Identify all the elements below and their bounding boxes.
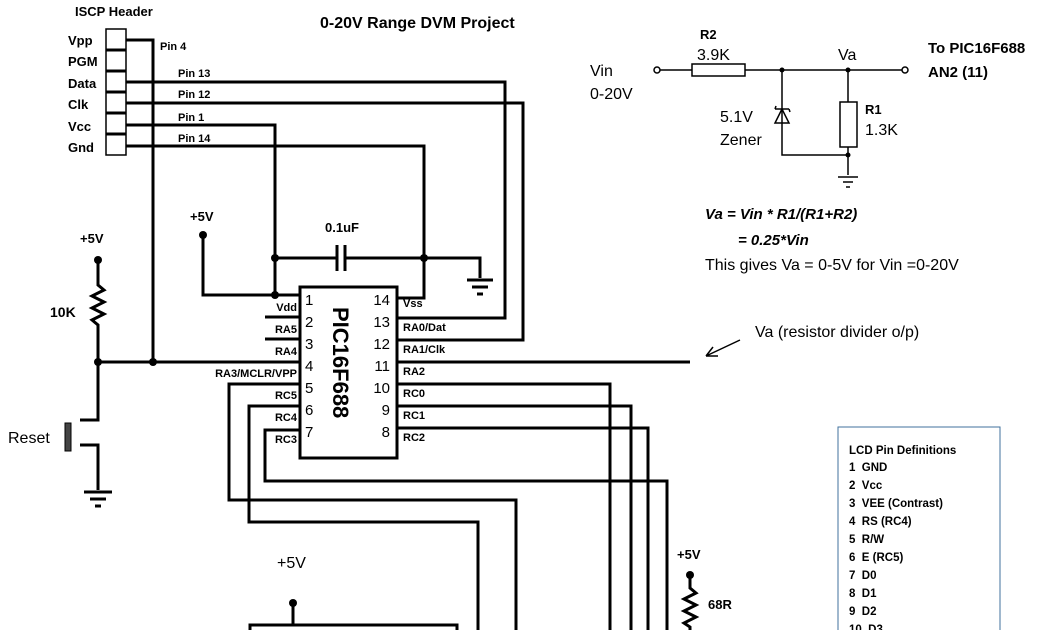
plus5v-label-4: +5V	[677, 547, 701, 562]
plus5v-label-1: +5V	[190, 209, 214, 224]
svg-text:RA2: RA2	[403, 366, 425, 378]
r1-name: R1	[865, 102, 882, 117]
plus5v-label-3: +5V	[277, 555, 306, 572]
iscp-pin-vcc: Vcc	[68, 119, 91, 134]
zener-voltage: 5.1V	[720, 109, 753, 126]
svg-text:2: 2	[305, 314, 313, 331]
backlight-resistor-label: 68R	[708, 597, 732, 612]
capacitor-label: 0.1uF	[325, 220, 359, 235]
lcd-definitions-title: LCD Pin Definitions	[849, 445, 956, 457]
lcd-definition-item: 3 VEE (Contrast)	[849, 498, 943, 510]
to-pic-line2: AN2 (11)	[928, 64, 988, 81]
svg-text:6: 6	[305, 402, 313, 419]
chip-left-labels: Vdd RA5 RA4 RA3/MCLR/VPP RC5 RC4 RC3	[215, 302, 298, 446]
lcd-definition-item: 5 R/W	[849, 534, 884, 546]
svg-text:8: 8	[382, 424, 390, 441]
lcd-definition-item: 10 D3	[849, 624, 883, 630]
svg-text:11: 11	[374, 358, 390, 375]
reset-resistor-label: 10K	[50, 304, 76, 320]
page-title: 0-20V Range DVM Project	[320, 15, 515, 32]
svg-text:RC0: RC0	[403, 388, 425, 400]
lcd-definitions-list: 1 GND 2 Vcc 3 VEE (Contrast) 4 RS (RC4) 5 R/…	[849, 462, 943, 630]
reset-button-icon	[64, 422, 72, 452]
vin-range-label: 0-20V	[590, 86, 633, 103]
reset-switch-label: Reset	[8, 430, 50, 447]
wire-label-pin14: Pin 14	[178, 133, 211, 145]
svg-text:13: 13	[373, 314, 390, 331]
svg-text:1: 1	[305, 292, 313, 309]
lcd-definition-item: 9 D2	[849, 606, 877, 618]
iscp-pin-clk: Clk	[68, 97, 89, 112]
chip-right-pins: 14 13 12 11 10 9 8	[373, 292, 390, 441]
svg-text:RC2: RC2	[403, 432, 425, 444]
equation-2: = 0.25*Vin	[738, 232, 809, 249]
svg-text:14: 14	[373, 292, 390, 309]
svg-text:RA3/MCLR/VPP: RA3/MCLR/VPP	[215, 368, 297, 380]
r2-value: 3.9K	[697, 47, 730, 64]
junction-dots	[94, 231, 694, 607]
wires	[80, 38, 741, 630]
r1-resistor	[839, 101, 858, 148]
zener-diode-icon	[773, 105, 791, 124]
svg-text:RC3: RC3	[275, 434, 297, 446]
lcd-definitions-box	[837, 426, 1001, 630]
chip-name: PIC16F688	[328, 307, 353, 418]
svg-text:5: 5	[305, 380, 313, 397]
wire-label-pin13: Pin 13	[178, 68, 210, 80]
lcd-definition-item: 1 GND	[849, 462, 887, 474]
plus5v-label-2: +5V	[80, 231, 104, 246]
r2-name: R2	[700, 27, 717, 42]
equation-1: Va = Vin * R1/(R1+R2)	[705, 206, 857, 223]
iscp-pin-gnd: Gnd	[68, 140, 94, 155]
svg-text:RA4: RA4	[275, 346, 298, 358]
svg-text:RA1/Clk: RA1/Clk	[403, 344, 446, 356]
svg-text:RC1: RC1	[403, 410, 425, 422]
va-note: Va (resistor divider o/p)	[755, 324, 919, 341]
wire-label-pin4: Pin 4	[160, 41, 187, 53]
lcd-definition-item: 2 Vcc	[849, 480, 883, 492]
chip-left-pins: 1 2 3 4 5 6 7	[305, 292, 313, 441]
svg-text:RC4: RC4	[275, 412, 298, 424]
r2-resistor	[691, 63, 746, 77]
pic-chip-body	[298, 285, 399, 460]
r1-value: 1.3K	[865, 122, 898, 139]
wire-label-pin12: Pin 12	[178, 89, 210, 101]
svg-text:Vdd: Vdd	[276, 302, 297, 314]
iscp-header-connector	[105, 28, 127, 156]
iscp-pin-data: Data	[68, 76, 97, 91]
svg-text:10: 10	[373, 380, 390, 397]
svg-text:3: 3	[305, 336, 313, 353]
zener-label: Zener	[720, 132, 762, 149]
divider-circuit	[653, 63, 909, 188]
lcd-definition-item: 7 D0	[849, 570, 877, 582]
lcd-definition-item: 4 RS (RC4)	[849, 516, 912, 528]
svg-text:9: 9	[382, 402, 390, 419]
chip-right-labels: Vss RA0/Dat RA1/Clk RA2 RC0 RC1 RC2	[403, 298, 446, 444]
svg-text:4: 4	[305, 358, 313, 375]
svg-text:RA5: RA5	[275, 324, 297, 336]
iscp-pin-vpp: Vpp	[68, 33, 93, 48]
equation-3: This gives Va = 0-5V for Vin =0-20V	[705, 257, 959, 274]
svg-text:RA0/Dat: RA0/Dat	[403, 322, 446, 334]
lcd-definition-item: 6 E (RC5)	[849, 552, 903, 564]
to-pic-line1: To PIC16F688	[928, 40, 1025, 57]
wire-label-pin1: Pin 1	[178, 112, 204, 124]
svg-text:Vss: Vss	[403, 298, 423, 310]
iscp-heading: ISCP Header	[75, 4, 153, 19]
svg-text:7: 7	[305, 424, 313, 441]
svg-text:12: 12	[373, 336, 390, 353]
vin-label: Vin	[590, 63, 613, 80]
iscp-pin-pgm: PGM	[68, 54, 98, 69]
va-label: Va	[838, 47, 856, 64]
lcd-definition-item: 8 D1	[849, 588, 877, 600]
svg-text:RC5: RC5	[275, 390, 297, 402]
